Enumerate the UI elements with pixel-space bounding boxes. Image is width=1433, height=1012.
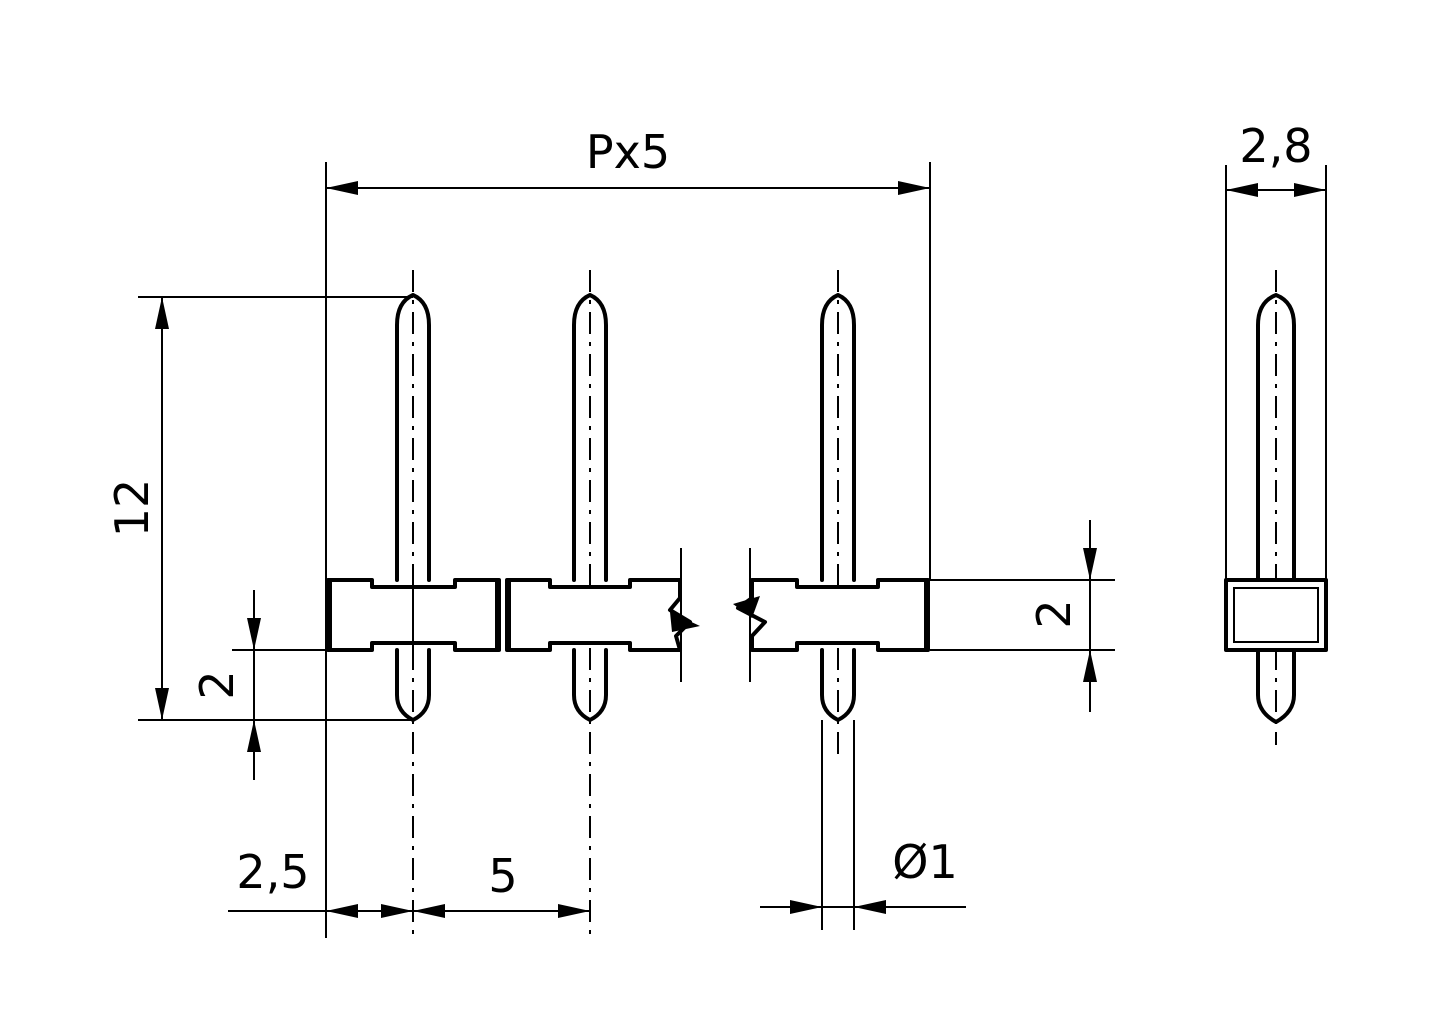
body-height-label: 2: [1027, 599, 1081, 628]
pin-2: [572, 270, 608, 938]
dimension-side-width: 2,8: [1225, 119, 1327, 580]
edge-offset-label: 2,5: [236, 845, 309, 899]
dimension-pin-length: 12: [105, 296, 413, 721]
overall-length-label: Px5: [586, 125, 670, 179]
body-segment-3: [736, 578, 930, 652]
body-segment-1: [326, 578, 501, 652]
break-marker-left: [670, 548, 700, 682]
body-segment-2: [505, 578, 692, 652]
dimension-overall-length: Px5: [325, 125, 931, 938]
dimension-lower-pin: 2: [190, 590, 328, 780]
dimension-body-height: 2: [930, 520, 1115, 712]
dimension-bottom-pitch: 2,5 5: [228, 845, 590, 918]
dimension-pin-diameter: Ø1: [760, 720, 966, 930]
pin-diameter-label: Ø1: [892, 835, 957, 889]
pin-3: [820, 270, 856, 760]
pitch-label: 5: [488, 849, 517, 903]
side-view: [1224, 270, 1328, 745]
pin-length-label: 12: [105, 479, 159, 538]
lower-pin-label: 2: [190, 670, 244, 699]
side-width-label: 2,8: [1239, 119, 1312, 173]
break-marker-right: [733, 548, 760, 682]
